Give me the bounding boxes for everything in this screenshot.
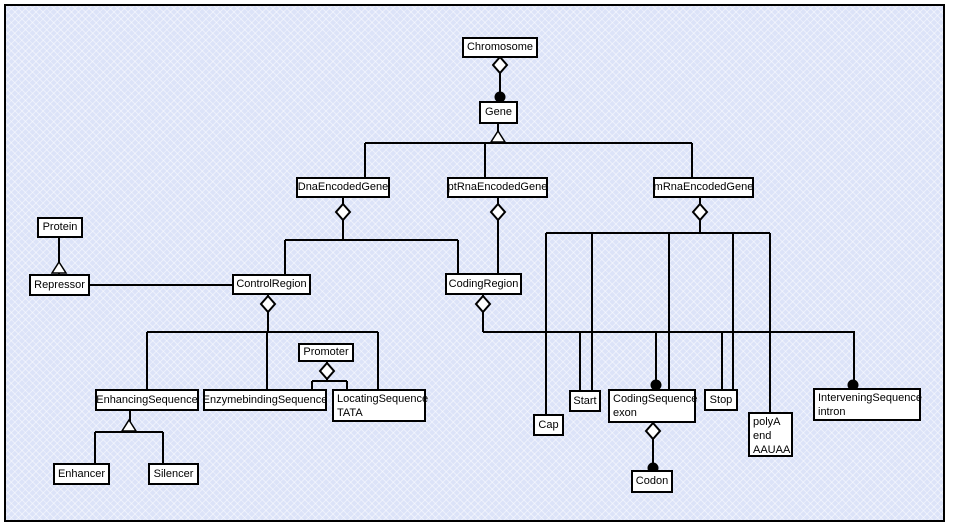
aggregation-diamond-icon (691, 202, 709, 222)
node-ptrna-encoded-gene[interactable]: ptRnaEncodedGene (447, 177, 548, 198)
node-label: DnaEncodedGene (297, 181, 389, 193)
aggregation-diamond-icon (334, 202, 352, 222)
node-repressor[interactable]: Repressor (29, 274, 90, 296)
node-label: TATA (337, 407, 363, 419)
node-protein[interactable]: Protein (37, 217, 83, 238)
node-gene[interactable]: Gene (479, 101, 518, 124)
aggregation-diamond-icon (644, 421, 662, 441)
node-label: EnzymebindingSequence (202, 393, 328, 406)
node-control-region[interactable]: ControlRegion (232, 274, 311, 295)
node-label: AAUAA (753, 444, 791, 456)
node-start[interactable]: Start (569, 390, 601, 412)
generalization-triangle-icon (120, 418, 138, 432)
node-label: Enhancer (57, 467, 106, 480)
aggregation-diamond-icon (318, 361, 336, 381)
generalization-triangle-icon (50, 260, 68, 274)
node-label: Chromosome (466, 41, 534, 53)
node-label: Cap (538, 418, 559, 431)
node-coding-region[interactable]: CodingRegion (445, 273, 522, 295)
node-label: exon (613, 407, 637, 419)
node-codon[interactable]: Codon (631, 470, 673, 493)
node-label: Codon (635, 475, 669, 487)
node-label: ptRnaEncodedGene (447, 181, 548, 193)
aggregation-diamond-icon (474, 294, 492, 314)
node-label: Silencer (153, 467, 194, 480)
node-stop[interactable]: Stop (704, 389, 738, 411)
node-dna-encoded-gene[interactable]: DnaEncodedGene (296, 177, 390, 198)
node-label: ControlRegion (236, 278, 307, 290)
node-label: EnhancingSequence (96, 393, 198, 406)
composition-dot-icon (847, 379, 859, 391)
composition-dot-icon (494, 91, 506, 103)
node-enhancing-sequence[interactable]: EnhancingSequence (95, 389, 199, 411)
node-label: intron (818, 406, 846, 418)
aggregation-diamond-icon (259, 294, 277, 314)
aggregation-diamond-icon (491, 55, 509, 75)
node-label: Start (573, 394, 597, 407)
node-label: Gene (485, 106, 512, 118)
node-label: LocatingSequence (337, 393, 429, 405)
edge-codingregion-children-bar (483, 331, 855, 384)
node-enzymebinding-sequence[interactable]: EnzymebindingSequence (203, 389, 327, 411)
node-silencer[interactable]: Silencer (148, 463, 199, 485)
node-enhancer[interactable]: Enhancer (53, 463, 110, 485)
node-label: Repressor (34, 278, 85, 291)
node-label: polyA (753, 416, 781, 428)
node-coding-sequence[interactable]: CodingSequence exon (608, 389, 698, 423)
node-label: InterveningSequence (818, 392, 922, 404)
node-chromosome[interactable]: Chromosome (462, 37, 538, 58)
node-label: CodingRegion (448, 277, 519, 290)
node-intervening-sequence[interactable]: InterveningSequence intron (813, 388, 922, 421)
node-promoter[interactable]: Promoter (298, 343, 354, 362)
node-label: Stop (709, 393, 733, 406)
node-cap[interactable]: Cap (533, 414, 564, 436)
node-label: Protein (42, 221, 78, 233)
node-label: CodingSequence (613, 393, 698, 405)
node-label: Promoter (303, 346, 349, 358)
composition-dot-icon (650, 379, 662, 391)
node-label: mRnaEncodedGene (653, 181, 754, 193)
aggregation-diamond-icon (489, 202, 507, 222)
node-label: end (753, 430, 772, 442)
node-mrna-encoded-gene[interactable]: mRnaEncodedGene (653, 177, 754, 198)
generalization-triangle-icon (489, 129, 507, 143)
